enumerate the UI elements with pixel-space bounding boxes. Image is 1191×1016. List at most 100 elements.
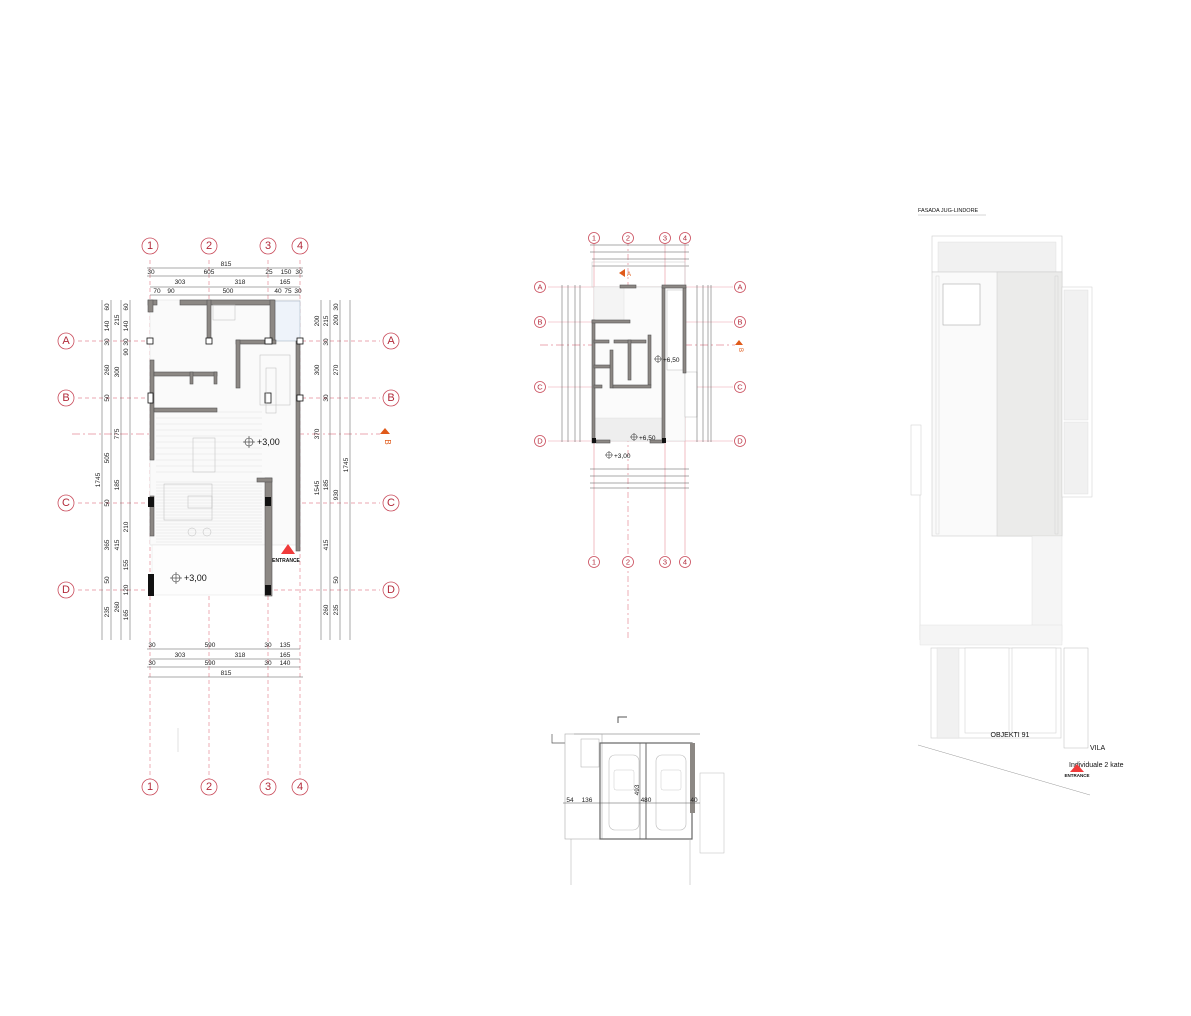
svg-text:140: 140: [123, 320, 130, 331]
svg-text:140: 140: [280, 660, 291, 667]
svg-text:1545: 1545: [314, 480, 321, 495]
staircase: [259, 354, 291, 414]
svg-text:165: 165: [280, 279, 291, 286]
svg-text:150: 150: [281, 269, 292, 276]
grid-bubble-B-right: B: [382, 389, 400, 407]
svg-text:D: D: [737, 437, 743, 446]
svg-text:B: B: [537, 318, 542, 327]
svg-text:90: 90: [167, 288, 175, 295]
svg-text:C: C: [62, 497, 70, 509]
upper-grid-bubble-3-bottom: 3: [659, 556, 671, 568]
svg-text:30: 30: [104, 338, 111, 346]
svg-text:40: 40: [690, 797, 698, 804]
building-label: OBJEKTI 91: [991, 732, 1030, 739]
upper-floor-plan: 1 2 3 4 1 2 3 4 A B C D A B C D A B: [534, 232, 746, 640]
svg-text:A: A: [387, 335, 395, 347]
svg-text:235: 235: [104, 606, 111, 617]
svg-text:D: D: [62, 584, 70, 596]
grid-bubble-C-right: C: [382, 494, 400, 512]
svg-text:4: 4: [297, 781, 303, 793]
svg-text:165: 165: [123, 609, 130, 620]
upper-left-dimensions: [561, 285, 581, 442]
svg-text:136: 136: [582, 797, 593, 804]
svg-text:30: 30: [123, 338, 130, 346]
roof-stone-panel: [937, 241, 1057, 273]
svg-text:B: B: [387, 392, 394, 404]
section-marker-b: B: [380, 428, 392, 445]
svg-text:500: 500: [223, 288, 234, 295]
svg-text:1: 1: [147, 240, 153, 252]
upper-grid-bubble-3-top: 3: [659, 232, 671, 244]
upper-right-dimensions: [696, 285, 712, 442]
svg-text:50: 50: [104, 576, 111, 584]
upper-grid-bubble-A-right: A: [734, 281, 746, 293]
grid-bubble-3-top: 3: [259, 237, 277, 255]
grid-bubble-A-right: A: [382, 332, 400, 350]
upper-level-marker-main: +6,50: [654, 355, 680, 364]
svg-text:30: 30: [323, 338, 330, 346]
svg-text:30: 30: [148, 660, 156, 667]
entrance-arrow-icon: [1070, 764, 1084, 772]
level-marker-terrace: +3,00: [170, 572, 207, 584]
svg-text:54: 54: [566, 797, 574, 804]
svg-text:75: 75: [284, 288, 292, 295]
svg-text:2: 2: [626, 234, 630, 243]
svg-text:815: 815: [221, 261, 232, 268]
grid-bubble-3-bottom: 3: [259, 778, 277, 796]
svg-text:C: C: [387, 497, 395, 509]
svg-text:30: 30: [333, 303, 340, 311]
svg-text:135: 135: [280, 642, 291, 649]
grid-bubble-2-top: 2: [200, 237, 218, 255]
car-icon-right: [655, 754, 687, 831]
upper-level-marker-ground: +3,00: [605, 451, 631, 460]
svg-text:480: 480: [641, 797, 652, 804]
furniture: [163, 304, 236, 537]
svg-text:260: 260: [104, 364, 111, 375]
svg-text:3: 3: [663, 558, 667, 567]
svg-text:4: 4: [683, 558, 687, 567]
svg-text:ENTRANCE: ENTRANCE: [272, 558, 300, 564]
svg-text:365: 365: [104, 539, 111, 550]
svg-text:815: 815: [221, 670, 232, 677]
svg-text:140: 140: [104, 320, 111, 331]
top-dimensions: 815 30 605 25 150 30 303 318 165 70 90 5…: [147, 261, 303, 296]
svg-text:D: D: [387, 584, 395, 596]
svg-text:775: 775: [114, 428, 121, 439]
svg-text:215: 215: [323, 315, 330, 326]
garage-side-wall: [690, 743, 695, 813]
side-stone-panel-upper: [1063, 289, 1089, 421]
upper-grid-bubble-2-top: 2: [622, 232, 634, 244]
svg-text:215: 215: [114, 314, 121, 325]
upper-grid-bubble-1-top: 1: [588, 232, 600, 244]
terrace-glazing: [274, 300, 301, 342]
elevation-south-east: FASADA JUG-LINDORE OBJEKTI 91 VILA Indiv…: [910, 208, 1124, 796]
grid-bubble-D-right: D: [382, 581, 400, 599]
svg-text:590: 590: [205, 660, 216, 667]
side-stone-panel-lower: [1063, 421, 1089, 495]
upper-grid-bubble-D-left: D: [534, 435, 546, 447]
grid-bubble-4-top: 4: [291, 237, 309, 255]
upper-section-marker-a: A: [619, 269, 631, 278]
svg-text:70: 70: [153, 288, 161, 295]
upper-section-marker-b: B: [735, 340, 743, 352]
svg-text:415: 415: [114, 539, 121, 550]
svg-text:A: A: [627, 272, 631, 278]
svg-text:303: 303: [175, 652, 186, 659]
svg-text:303: 303: [175, 279, 186, 286]
svg-text:200: 200: [333, 314, 340, 325]
grid-bubble-D-left: D: [57, 581, 75, 599]
svg-text:30: 30: [147, 269, 155, 276]
entrance-marker: ENTRANCE: [272, 544, 301, 564]
svg-text:40: 40: [274, 288, 282, 295]
svg-text:A: A: [62, 335, 70, 347]
elevation-stair: [1063, 647, 1089, 749]
svg-text:D: D: [537, 437, 543, 446]
svg-text:2: 2: [206, 781, 212, 793]
svg-text:B: B: [62, 392, 69, 404]
svg-text:C: C: [537, 383, 543, 392]
ground-line: [917, 744, 1091, 796]
svg-text:185: 185: [114, 479, 121, 490]
svg-text:185: 185: [323, 479, 330, 490]
svg-text:1: 1: [592, 234, 596, 243]
